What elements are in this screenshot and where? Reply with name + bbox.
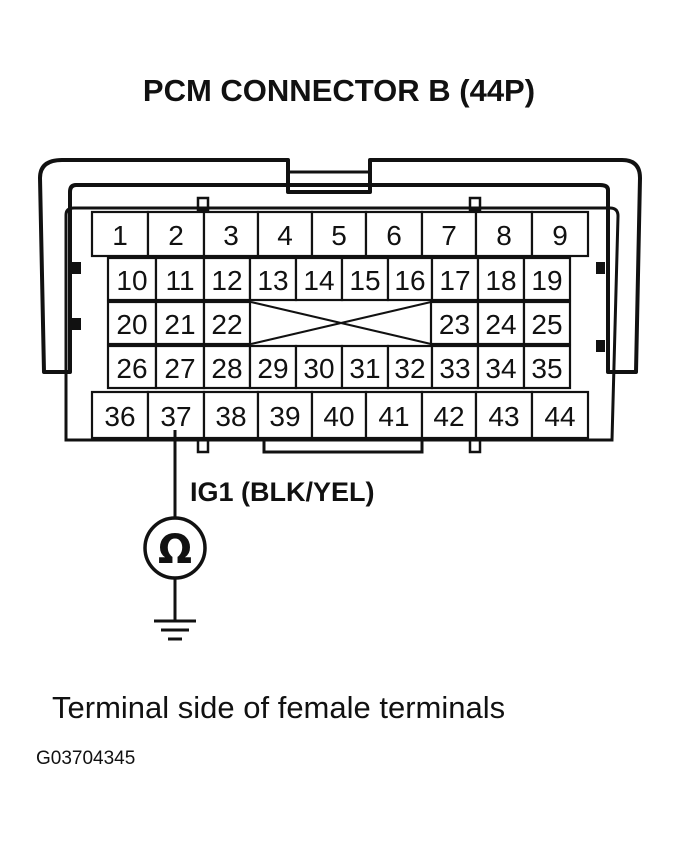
terminal-cavity bbox=[248, 256, 298, 302]
terminal-number: 39 bbox=[269, 401, 300, 432]
blank-cavity-area bbox=[250, 301, 432, 345]
terminal-cavity bbox=[522, 256, 572, 302]
terminal-cavity bbox=[420, 390, 478, 440]
terminal-cavity bbox=[202, 210, 260, 258]
terminal-number: 28 bbox=[211, 353, 242, 384]
terminal-number: 31 bbox=[349, 353, 380, 384]
terminal-number: 42 bbox=[433, 401, 464, 432]
terminal-cavity bbox=[476, 344, 526, 390]
connector-housing bbox=[38, 158, 642, 374]
terminal-number: 29 bbox=[257, 353, 288, 384]
terminal-cavity bbox=[522, 344, 572, 390]
terminal-number: 40 bbox=[323, 401, 354, 432]
terminal-cavity bbox=[476, 256, 526, 302]
terminal-number: 26 bbox=[116, 353, 147, 384]
terminal-cavity bbox=[90, 390, 150, 440]
diagram-title: PCM CONNECTOR B (44P) bbox=[143, 73, 535, 108]
terminal-cavity bbox=[202, 300, 252, 346]
terminal-cavity bbox=[364, 210, 424, 258]
terminal-cavity bbox=[90, 210, 150, 258]
terminal-number: 7 bbox=[441, 220, 457, 251]
terminal-cavity bbox=[522, 300, 572, 346]
terminal-cavity bbox=[386, 344, 434, 390]
terminal-cavity bbox=[154, 300, 206, 346]
terminal-number: 23 bbox=[439, 309, 470, 340]
terminal-cavity bbox=[154, 344, 206, 390]
terminal-number: 14 bbox=[303, 265, 334, 296]
caption: Terminal side of female terminals bbox=[52, 690, 506, 725]
terminal-cavity bbox=[256, 390, 314, 440]
terminal-cavity bbox=[530, 210, 590, 258]
terminal-cavity bbox=[364, 390, 424, 440]
terminal-number: 18 bbox=[485, 265, 516, 296]
terminal-number: 34 bbox=[485, 353, 516, 384]
terminal-number: 2 bbox=[168, 220, 184, 251]
terminal-cavity bbox=[420, 210, 478, 258]
terminal-number: 36 bbox=[104, 401, 135, 432]
terminal-cavity bbox=[530, 390, 590, 440]
terminal-number: 37 bbox=[160, 401, 191, 432]
terminal-cavity bbox=[106, 300, 158, 346]
terminal-number: 6 bbox=[386, 220, 402, 251]
terminal-cavity bbox=[430, 256, 480, 302]
terminal-number: 3 bbox=[223, 220, 239, 251]
terminal-number: 10 bbox=[116, 265, 147, 296]
terminal-number: 41 bbox=[378, 401, 409, 432]
terminal-cavity bbox=[476, 300, 526, 346]
terminal-number: 30 bbox=[303, 353, 334, 384]
terminal-frame bbox=[64, 196, 620, 454]
terminal-cavity bbox=[294, 256, 344, 302]
terminal-number: 9 bbox=[552, 220, 568, 251]
ohmmeter-icon: Ω bbox=[143, 516, 207, 580]
terminal-cavity bbox=[430, 344, 480, 390]
terminal-cavity bbox=[154, 256, 206, 302]
terminal-cavity bbox=[340, 256, 390, 302]
terminal-number: 35 bbox=[531, 353, 562, 384]
terminal-number: 4 bbox=[277, 220, 293, 251]
terminal-number: 1 bbox=[112, 220, 128, 251]
terminal-number: 16 bbox=[394, 265, 425, 296]
terminal-cavity bbox=[474, 390, 534, 440]
terminal-number: 38 bbox=[215, 401, 246, 432]
terminal-number: 20 bbox=[116, 309, 147, 340]
figure-code: G03704345 bbox=[36, 748, 136, 769]
terminal-number: 43 bbox=[488, 401, 519, 432]
terminal-number: 5 bbox=[331, 220, 347, 251]
terminal-cavity bbox=[294, 344, 344, 390]
terminal-number: 44 bbox=[544, 401, 575, 432]
terminal-cavity bbox=[248, 344, 298, 390]
terminal-number: 8 bbox=[496, 220, 512, 251]
terminal-number: 19 bbox=[531, 265, 562, 296]
terminal-number: 22 bbox=[211, 309, 242, 340]
terminal-number: 17 bbox=[439, 265, 470, 296]
wire-label: IG1 (BLK/YEL) bbox=[190, 477, 375, 507]
terminal-number: 15 bbox=[349, 265, 380, 296]
terminal-cavity bbox=[202, 390, 260, 440]
terminal-cavity bbox=[202, 256, 252, 302]
terminal-number: 32 bbox=[394, 353, 425, 384]
terminal-number: 27 bbox=[164, 353, 195, 384]
terminal-number: 21 bbox=[164, 309, 195, 340]
terminal-number: 25 bbox=[531, 309, 562, 340]
terminal-number: 13 bbox=[257, 265, 288, 296]
terminal-number: 12 bbox=[211, 265, 242, 296]
terminal-number: 24 bbox=[485, 309, 516, 340]
terminal-number: 33 bbox=[439, 353, 470, 384]
side-lock-nubs bbox=[72, 262, 605, 352]
ground-icon bbox=[154, 619, 196, 641]
terminal-number: 11 bbox=[165, 265, 194, 296]
ohm-symbol: Ω bbox=[158, 527, 192, 573]
